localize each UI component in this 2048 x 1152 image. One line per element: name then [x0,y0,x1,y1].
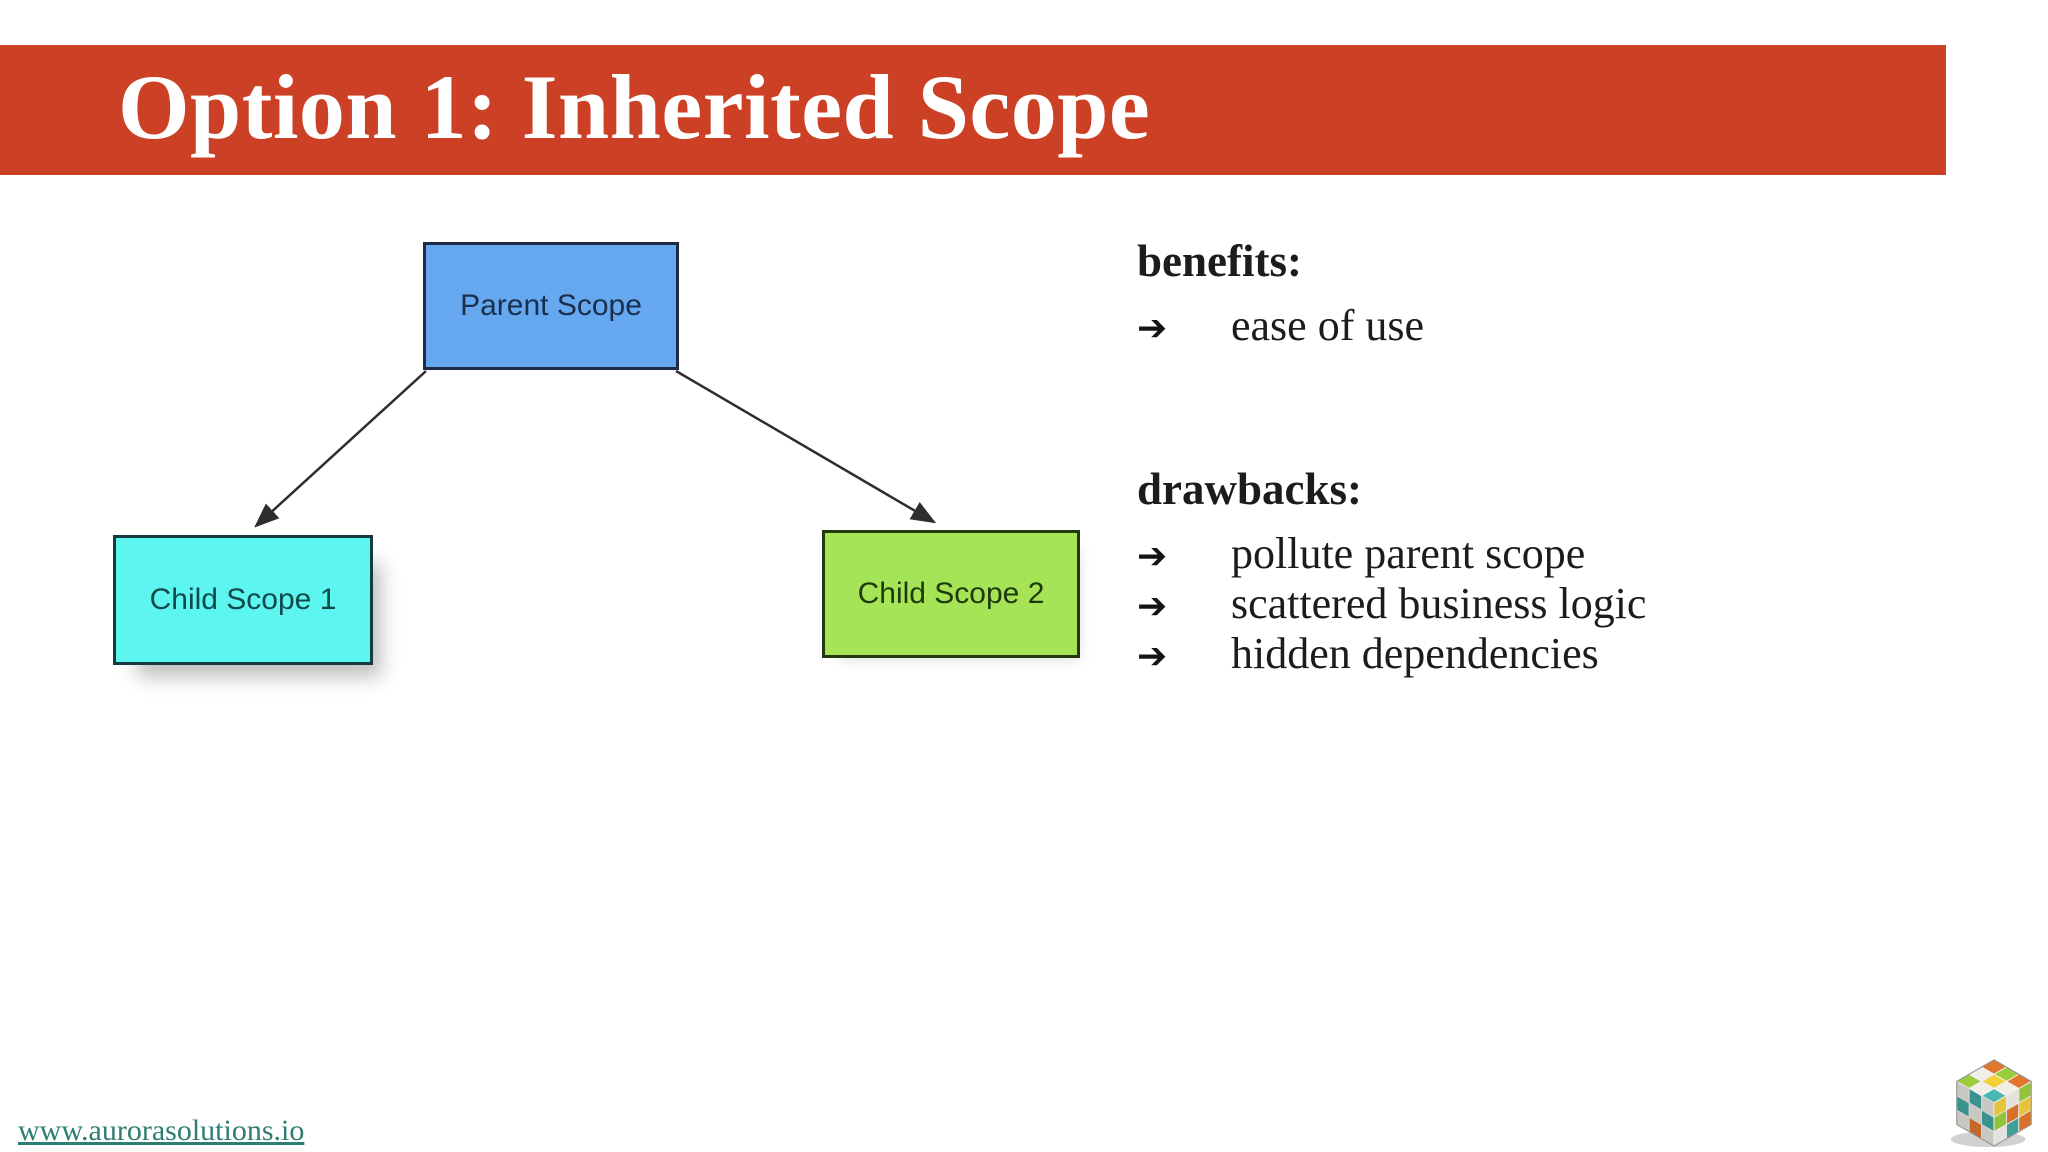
drawbacks-section: drawbacks: ➔ pollute parent scope ➔ scat… [1137,462,1646,680]
drawbacks-heading: drawbacks: [1137,464,1363,514]
arrow-bullet-icon: ➔ [1137,536,1168,577]
drawback-item-text: hidden dependencies [1231,629,1599,678]
benefit-item-text: ease of use [1231,301,1425,350]
diagram-node-child-scope-2: Child Scope 2 [822,530,1080,658]
benefits-section: benefits: ➔ ease of use [1137,234,1424,352]
drawback-item: ➔ pollute parent scope [1137,530,1646,580]
footer-link[interactable]: www.aurorasolutions.io [18,1114,305,1147]
drawback-item-text: pollute parent scope [1231,529,1586,578]
title-bar: Option 1: Inherited Scope [0,45,1946,175]
diagram-node-parent-scope: Parent Scope [423,242,679,370]
arrow-bullet-icon: ➔ [1137,636,1168,677]
arrow-bullet-icon: ➔ [1137,586,1168,627]
diagram-node-child-scope-1: Child Scope 1 [113,535,373,665]
benefits-heading: benefits: [1137,236,1302,286]
benefit-item: ➔ ease of use [1137,302,1424,352]
slide-title: Option 1: Inherited Scope [118,56,1151,158]
drawback-item: ➔ scattered business logic [1137,580,1646,630]
edge-parent-to-child2 [675,369,937,524]
aurora-cube-logo [1950,1059,2032,1148]
drawback-item-text: scattered business logic [1231,579,1647,628]
benefits-list: ➔ ease of use [1137,302,1424,352]
edge-parent-to-child1 [254,370,427,528]
drawback-item: ➔ hidden dependencies [1137,630,1646,680]
drawbacks-list: ➔ pollute parent scope ➔ scattered busin… [1137,530,1646,680]
arrow-bullet-icon: ➔ [1137,308,1168,349]
